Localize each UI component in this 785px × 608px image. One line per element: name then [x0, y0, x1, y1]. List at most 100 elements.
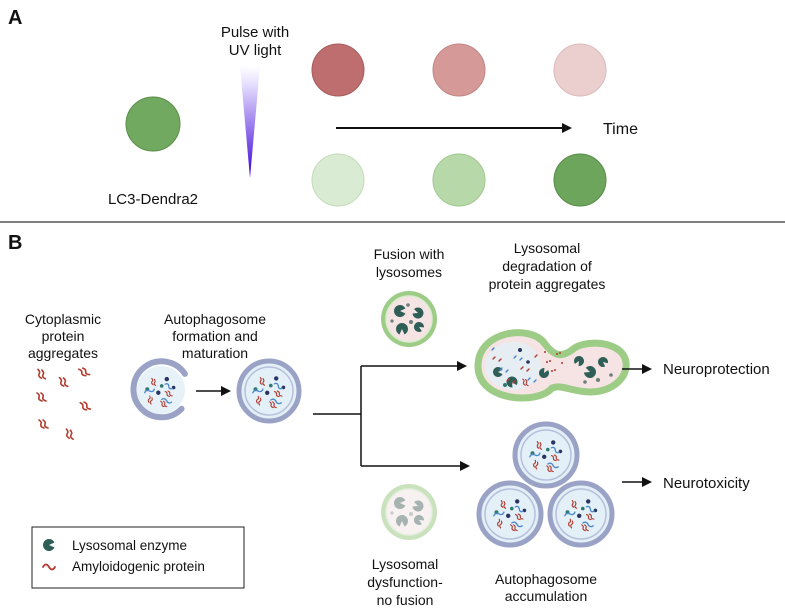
degraded-fragment	[556, 353, 558, 355]
degraded-fragment	[559, 352, 561, 354]
lysosomal-enzyme-icon	[394, 305, 406, 318]
lysosome-healthy-lumen	[385, 295, 433, 343]
cargo-dot	[546, 447, 550, 452]
dysfunction-label-line3: no fusion	[377, 592, 434, 608]
fusion-label: Fusion with lysosomes	[374, 246, 445, 280]
degraded-fragment	[527, 377, 531, 381]
accumulated-autophagosome-right	[547, 480, 615, 548]
time-label: Time	[603, 121, 638, 138]
degraded-fragment	[546, 361, 548, 363]
cargo-dot	[274, 376, 279, 381]
amyloid-aggregate-icon	[38, 419, 49, 429]
accumulated-autophagosome-top	[512, 421, 580, 489]
panel-a-letter: A	[8, 7, 22, 29]
cargo-dot	[503, 383, 507, 387]
cargo-fiber	[252, 388, 264, 394]
cargo-dot	[596, 378, 600, 382]
amyloid-aggregate-icon	[58, 376, 69, 388]
amyloid-aggregate-icon	[532, 459, 539, 470]
amyloid-aggregate-icon	[510, 524, 518, 532]
phagophore	[130, 358, 188, 421]
cargo-dot	[159, 384, 164, 388]
cargo-dot	[577, 513, 582, 518]
degraded-fragment	[561, 362, 563, 364]
legend-label-enzyme: Lysosomal enzyme	[72, 538, 187, 553]
lysosomal-enzyme-icon	[396, 515, 408, 527]
pulse-label-line2: UV light	[229, 42, 282, 59]
lysosomal-enzyme-icon	[393, 497, 406, 510]
cargo-dot	[409, 320, 413, 324]
cargo-fiber	[564, 511, 576, 517]
cargo-fiber	[270, 398, 282, 405]
amyloid-aggregate-icon	[79, 401, 92, 411]
fusion-label-line2: lysosomes	[376, 264, 442, 280]
cargo-dot	[265, 390, 270, 395]
degraded-fragment	[519, 357, 523, 361]
cargo-dot	[518, 348, 522, 352]
acc-right-inner-membrane	[555, 488, 607, 540]
cargo-fiber	[493, 511, 505, 517]
amyloid-aggregate-icon	[269, 401, 277, 409]
amyloid-squiggle	[42, 563, 56, 571]
lysosomal-enzyme-icon	[42, 539, 55, 551]
amyloid-aggregate-icon	[585, 513, 595, 521]
red-timepoint-2	[432, 43, 486, 97]
phagophore-lumen	[137, 366, 185, 414]
degradation-label-line2: degradation of	[502, 258, 592, 274]
autolysosome-inner-vesicle	[485, 342, 541, 390]
initial-green-circle	[125, 96, 181, 152]
lysosome-dysfunctional	[381, 484, 437, 540]
accumulation-label-line2: accumulation	[505, 588, 588, 604]
legend: Lysosomal enzyme Amyloidogenic protein	[31, 526, 245, 589]
lysosomal-enzyme-icon	[584, 366, 596, 378]
cytoplasmic-label-line3: aggregates	[28, 345, 98, 361]
amyloid-aggregate-icon	[522, 378, 529, 387]
degraded-fragment	[533, 379, 537, 383]
acc-top-cargo	[529, 440, 563, 473]
amyloid-aggregate-icon	[536, 441, 543, 450]
lysosomal-enzyme-icon	[414, 322, 424, 332]
green-timepoint-3	[553, 153, 607, 207]
accumulated-autophagosomes	[476, 421, 615, 548]
amyloid-aggregate-icon	[65, 428, 74, 440]
lysosomal-enzyme-icon	[42, 539, 55, 551]
accumulation-label-line1: Autophagosome	[495, 571, 597, 587]
neuroprotection-label: Neuroprotection	[663, 361, 770, 378]
autophagosome-formation-label: Autophagosome formation and maturation	[164, 311, 266, 361]
cargo-dot	[269, 383, 273, 388]
cytoplasmic-label: Cytoplasmic protein aggregates	[25, 311, 101, 361]
degraded-fragment	[491, 347, 495, 351]
lysosomal-enzyme-icon	[396, 323, 408, 335]
cytoplasmic-label-line1: Cytoplasmic	[25, 311, 101, 327]
cargo-dot	[583, 380, 587, 384]
amyloid-aggregate-icon	[273, 390, 283, 398]
cargo-dot	[156, 390, 161, 395]
amyloid-aggregate-icon	[259, 377, 266, 386]
lysosome-dysfunctional-enzymes	[390, 497, 424, 527]
legend-box	[31, 526, 245, 589]
degraded-fragment	[544, 351, 546, 353]
cargo-dot	[515, 499, 520, 504]
acc-left-cargo	[493, 499, 527, 532]
acc-right-cargo	[564, 499, 598, 532]
autophagosome-outer-membrane	[236, 358, 302, 424]
neurotoxicity-label: Neurotoxicity	[663, 475, 750, 492]
cargo-fiber	[273, 382, 283, 390]
accumulated-autophagosome-left	[476, 480, 544, 548]
amyloid-aggregate-icon	[37, 368, 47, 380]
cargo-dot	[390, 511, 394, 515]
lysosomal-degradation-label: Lysosomal degradation of protein aggrega…	[489, 240, 606, 292]
cytoplasmic-label-line2: protein	[42, 328, 85, 344]
autophagosome-cargo	[252, 376, 286, 409]
degraded-fragment	[492, 356, 496, 360]
autophagosome	[236, 358, 302, 424]
amyloid-aggregate-icon	[151, 377, 157, 387]
uv-pulse-wedge	[240, 66, 260, 178]
degraded-fragment	[498, 358, 502, 362]
cargo-fiber	[529, 452, 541, 458]
construct-label: LC3-Dendra2	[108, 191, 198, 208]
cargo-dot	[510, 506, 514, 511]
lysosomal-enzyme-icon	[574, 356, 584, 366]
degraded-fragment	[512, 380, 516, 384]
lysosomal-enzyme-icon	[412, 500, 424, 512]
